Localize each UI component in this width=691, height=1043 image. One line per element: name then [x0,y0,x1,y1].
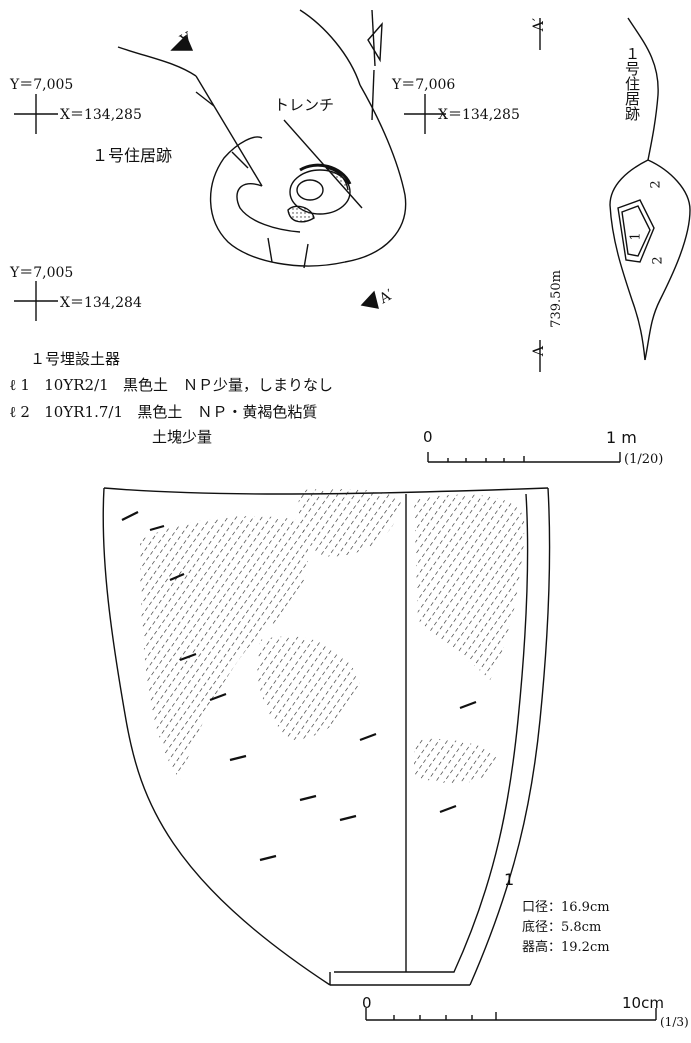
legend-layer-1: ℓ 1 10YR2/1 黒色土 ＮＰ少量，しまりなし [10,378,333,393]
pottery-number: 1 [504,870,515,889]
coord-tl-x: X＝134,285 [60,107,142,123]
plan-view [117,9,407,309]
base-diameter: 底径：5.8cm [522,920,602,935]
coord-tl-y: Y＝7,005 [10,77,74,93]
plan-trench-label: トレンチ [274,96,335,114]
section-layer-1: 1 [628,232,644,241]
legend-layer-2-continued: 土塊少量 [152,428,213,446]
section-layer-2-upper: 2 [648,180,664,189]
legend-title: １号埋設土器 [30,350,121,368]
section-mark-a-prime: A′ [531,18,547,32]
section-mark-a: A [531,346,547,357]
layer-color: 10YR2/1 [44,376,109,394]
plan-dwelling-label: １号住居跡 [92,146,173,165]
scale-top-start: 0 [423,428,433,446]
coord-tr-y: Y＝7,006 [392,77,456,93]
coord-tr-x: X＝134,285 [438,107,520,123]
scale-bottom-ratio: (1/3) [660,1015,689,1029]
vessel-height: 器高：19.2cm [522,940,610,955]
scale-bar-top [427,452,621,463]
section-dwelling-label: １号住居跡 [623,46,641,121]
rim-diameter: 口径：16.9cm [522,900,610,915]
layer-num: 1 [20,376,30,394]
layer-text: 黒色土 ＮＰ・黄褐色粘質 [137,403,318,421]
scale-top-end: 1 m [606,428,637,447]
layer-symbol: ℓ [10,403,16,421]
layer-color: 10YR1.7/1 [44,403,124,421]
section-layer-2-lower: 2 [650,256,666,265]
grid-cross-tr [404,94,446,134]
scale-top-ratio: (1/20) [624,452,664,467]
coord-bl-y: Y＝7,005 [10,265,74,281]
pottery-vessel [102,487,551,986]
grid-cross-tl [14,94,58,134]
scale-bottom-end: 10cm [622,994,664,1012]
coord-bl-x: X＝134,284 [60,295,142,311]
layer-text: 黒色土 ＮＰ少量，しまりなし [123,376,334,394]
scale-bar-bottom [365,1008,657,1021]
scale-bottom-start: 0 [362,994,372,1012]
legend-layer-2: ℓ 2 10YR1.7/1 黒色土 ＮＰ・黄褐色粘質 [10,405,317,420]
layer-symbol: ℓ [10,376,16,394]
grid-cross-bl [14,281,58,321]
pottery-measurements: 口径：16.9cm 底径：5.8cm 器高：19.2cm [522,898,610,958]
section-profile [539,17,691,372]
layer-num: 2 [20,403,30,421]
section-elevation: 739.50m [549,270,564,328]
